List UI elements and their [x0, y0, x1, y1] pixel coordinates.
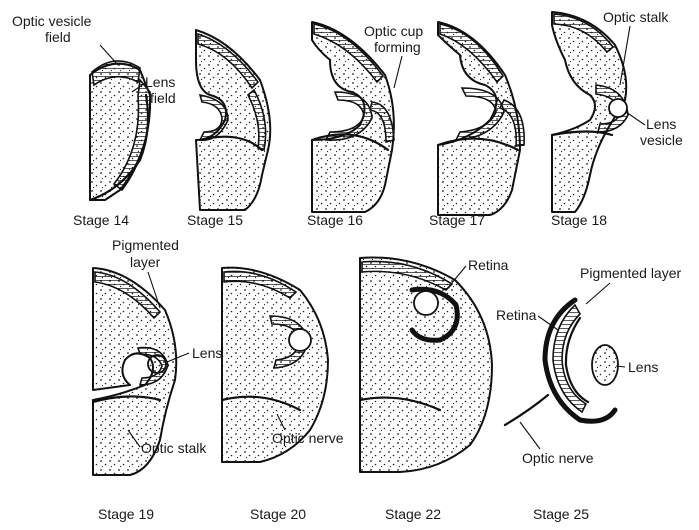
stage-18-drawing: [552, 12, 628, 212]
label-lens-vesicle-1: Lens: [646, 116, 676, 132]
caption-stage-25: Stage 25: [533, 506, 589, 522]
label-lens-25: Lens: [628, 359, 658, 375]
label-optic-stalk-top: Optic stalk: [603, 9, 669, 25]
stage-17-drawing: [438, 22, 524, 215]
caption-stage-22: Stage 22: [385, 506, 441, 522]
leader-optic-cup-forming: [394, 56, 402, 88]
caption-stage-18: Stage 18: [551, 212, 607, 228]
leader-lens-vesicle: [626, 112, 645, 125]
label-lens-field-2: field: [150, 90, 176, 106]
leader-optic-nerve-25: [520, 422, 540, 449]
label-optic-cup-forming-2: forming: [374, 39, 421, 55]
label-optic-vesicle-field-2: field: [45, 29, 71, 45]
leader-pigmented-layer-25: [586, 283, 610, 304]
label-optic-vesicle-field-1: Optic vesicle: [12, 13, 92, 29]
label-pigmented-layer-19-1: Pigmented: [112, 237, 179, 253]
caption-stage-20: Stage 20: [250, 506, 306, 522]
label-optic-nerve-25: Optic nerve: [522, 450, 594, 466]
label-pigmented-layer-19-2: layer: [130, 254, 161, 270]
label-pigmented-layer-25: Pigmented layer: [580, 265, 682, 281]
label-lens-vesicle-2: vesicle: [640, 132, 683, 148]
label-lens-19: Lens: [192, 345, 222, 361]
label-optic-nerve-20: Optic nerve: [272, 430, 344, 446]
stage-22-drawing: [360, 257, 492, 472]
stage-14-drawing: [90, 61, 150, 200]
caption-stage-14: Stage 14: [73, 212, 129, 228]
stage-15-drawing: [196, 30, 270, 210]
label-optic-stalk-19: Optic stalk: [141, 440, 207, 456]
label-optic-cup-forming-1: Optic cup: [364, 23, 423, 39]
label-retina-22: Retina: [468, 257, 509, 273]
label-lens-field-1: Lens: [145, 74, 175, 90]
caption-stage-17: Stage 17: [429, 212, 485, 228]
caption-stage-16: Stage 16: [307, 212, 363, 228]
label-retina-25: Retina: [496, 307, 537, 323]
caption-stage-19: Stage 19: [98, 506, 154, 522]
caption-stage-15: Stage 15: [187, 212, 243, 228]
